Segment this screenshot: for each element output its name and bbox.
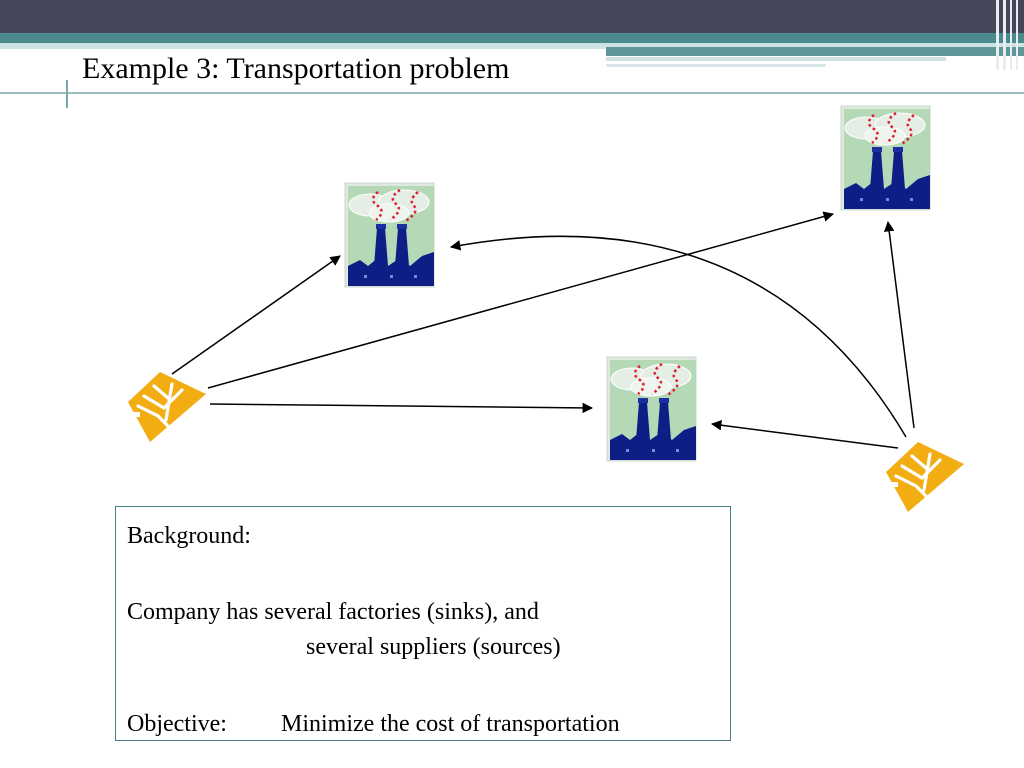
arrow-supplier-right-to-factory-top-right [883, 220, 915, 429]
arrow-supplier-left-to-factory-top-right [207, 211, 835, 389]
background-text-box: Background: Company has several factorie… [115, 506, 731, 741]
background-line-1: Company has several factories (sinks), a… [127, 599, 539, 625]
header-teal-right [606, 47, 1024, 56]
arrow-supplier-left-to-factory-middle [209, 402, 594, 414]
header-stripe-4 [1016, 0, 1018, 70]
supplier-left-icon [126, 370, 208, 444]
background-line-2: several suppliers (sources) [306, 634, 561, 660]
objective-text: Minimize the cost of transportation [281, 711, 620, 737]
header-stripe-3 [1010, 0, 1012, 70]
header-stripe-2 [1003, 0, 1006, 70]
arrow-supplier-right-to-factory-middle [710, 420, 899, 449]
header-decoration [0, 0, 1024, 108]
objective-label: Objective: [127, 711, 227, 737]
header-light-right [606, 57, 946, 61]
header-stripe-1 [996, 0, 999, 70]
header-dark-band [0, 0, 1024, 33]
factory-middle-icon [602, 352, 698, 466]
header-title-gap [0, 49, 606, 95]
arrow-supplier-right-to-factory-top-left [449, 235, 907, 438]
transportation-diagram [126, 101, 966, 514]
arrow-supplier-left-to-factory-top-left [171, 255, 341, 375]
header-light-right-2 [606, 64, 826, 67]
factory-top-right-icon [836, 101, 932, 215]
supplier-right-icon [884, 440, 966, 514]
slide-title: Example 3: Transportation problem [82, 52, 510, 85]
header-light-band [0, 43, 1024, 49]
background-heading: Background: [127, 523, 251, 549]
factory-top-left-icon [340, 178, 436, 292]
